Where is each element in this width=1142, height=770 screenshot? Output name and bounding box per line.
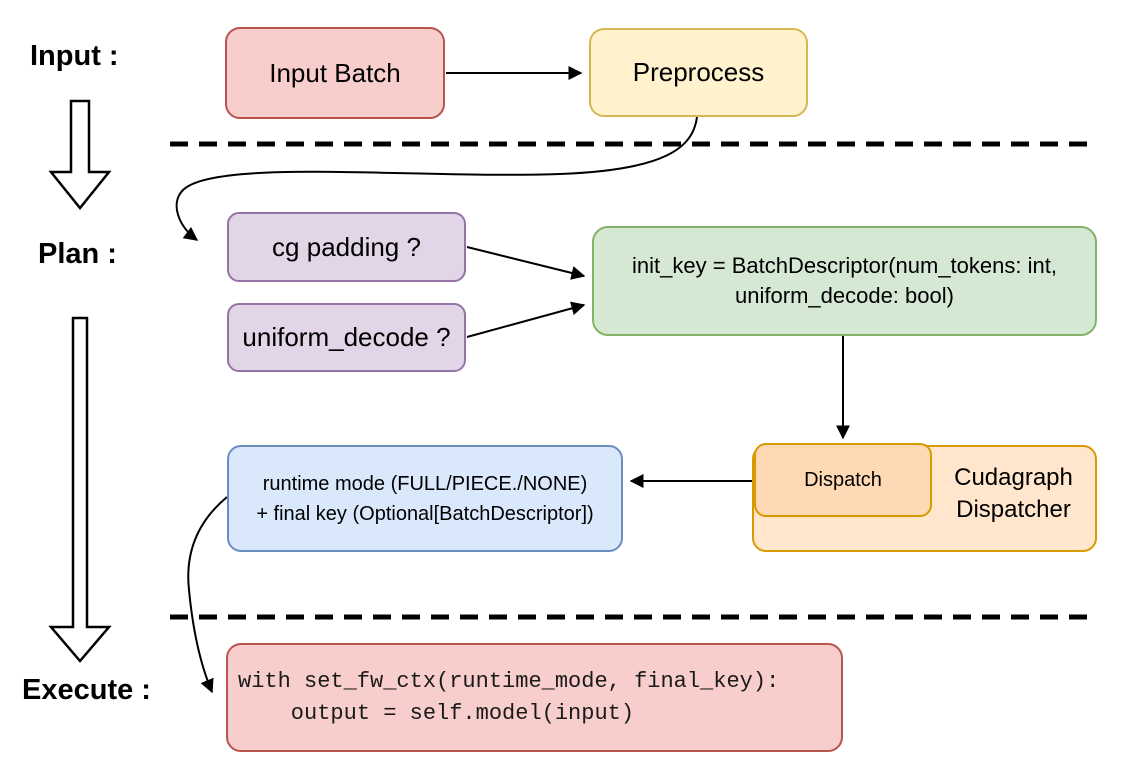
arrow-preprocess-to-cgpadding	[175, 116, 698, 241]
node-cg-padding: cg padding ?	[227, 212, 466, 282]
node-preprocess: Preprocess	[589, 28, 808, 117]
node-dispatch: Dispatch	[754, 443, 932, 517]
down-block-arrow-plan-to-execute-icon	[48, 316, 112, 663]
execute-code-line2: output = self.model(input)	[238, 700, 635, 726]
node-cg-padding-label: cg padding ?	[272, 231, 421, 262]
node-uniform-decode: uniform_decode ?	[227, 303, 466, 372]
arrow-uniformdecode-to-initkey	[466, 301, 586, 338]
node-runtime-mode-line1: runtime mode (FULL/PIECE./NONE)	[262, 472, 588, 495]
node-runtime-mode-line2: + final key (Optional[BatchDescriptor])	[256, 502, 594, 525]
down-block-arrow-input-to-plan-icon	[48, 99, 112, 210]
node-runtime-mode: runtime mode (FULL/PIECE./NONE) + final …	[227, 445, 623, 552]
node-init-key-line1: init_key = BatchDescriptor(num_tokens: i…	[632, 253, 1057, 278]
node-init-key: init_key = BatchDescriptor(num_tokens: i…	[592, 226, 1097, 336]
node-uniform-decode-label: uniform_decode ?	[242, 322, 451, 353]
node-preprocess-label: Preprocess	[632, 57, 765, 88]
node-cudagraph-dispatcher-label: Cudagraph Dispatcher	[954, 464, 1073, 523]
node-execute-code: with set_fw_ctx(runtime_mode, final_key)…	[226, 643, 843, 752]
node-input-batch-label: Input Batch	[269, 57, 401, 88]
arrow-runtimemode-to-executecode	[187, 496, 228, 694]
node-init-key-line2: uniform_decode: bool)	[735, 283, 954, 308]
execute-code-line1: with set_fw_ctx(runtime_mode, final_key)…	[238, 668, 780, 694]
section-label-plan: Plan :	[38, 238, 117, 270]
node-input-batch: Input Batch	[225, 27, 445, 119]
arrow-cgpadding-to-initkey	[466, 246, 586, 280]
node-dispatch-label: Dispatch	[804, 468, 882, 491]
section-label-input: Input :	[30, 40, 119, 72]
section-label-execute: Execute :	[22, 674, 151, 706]
